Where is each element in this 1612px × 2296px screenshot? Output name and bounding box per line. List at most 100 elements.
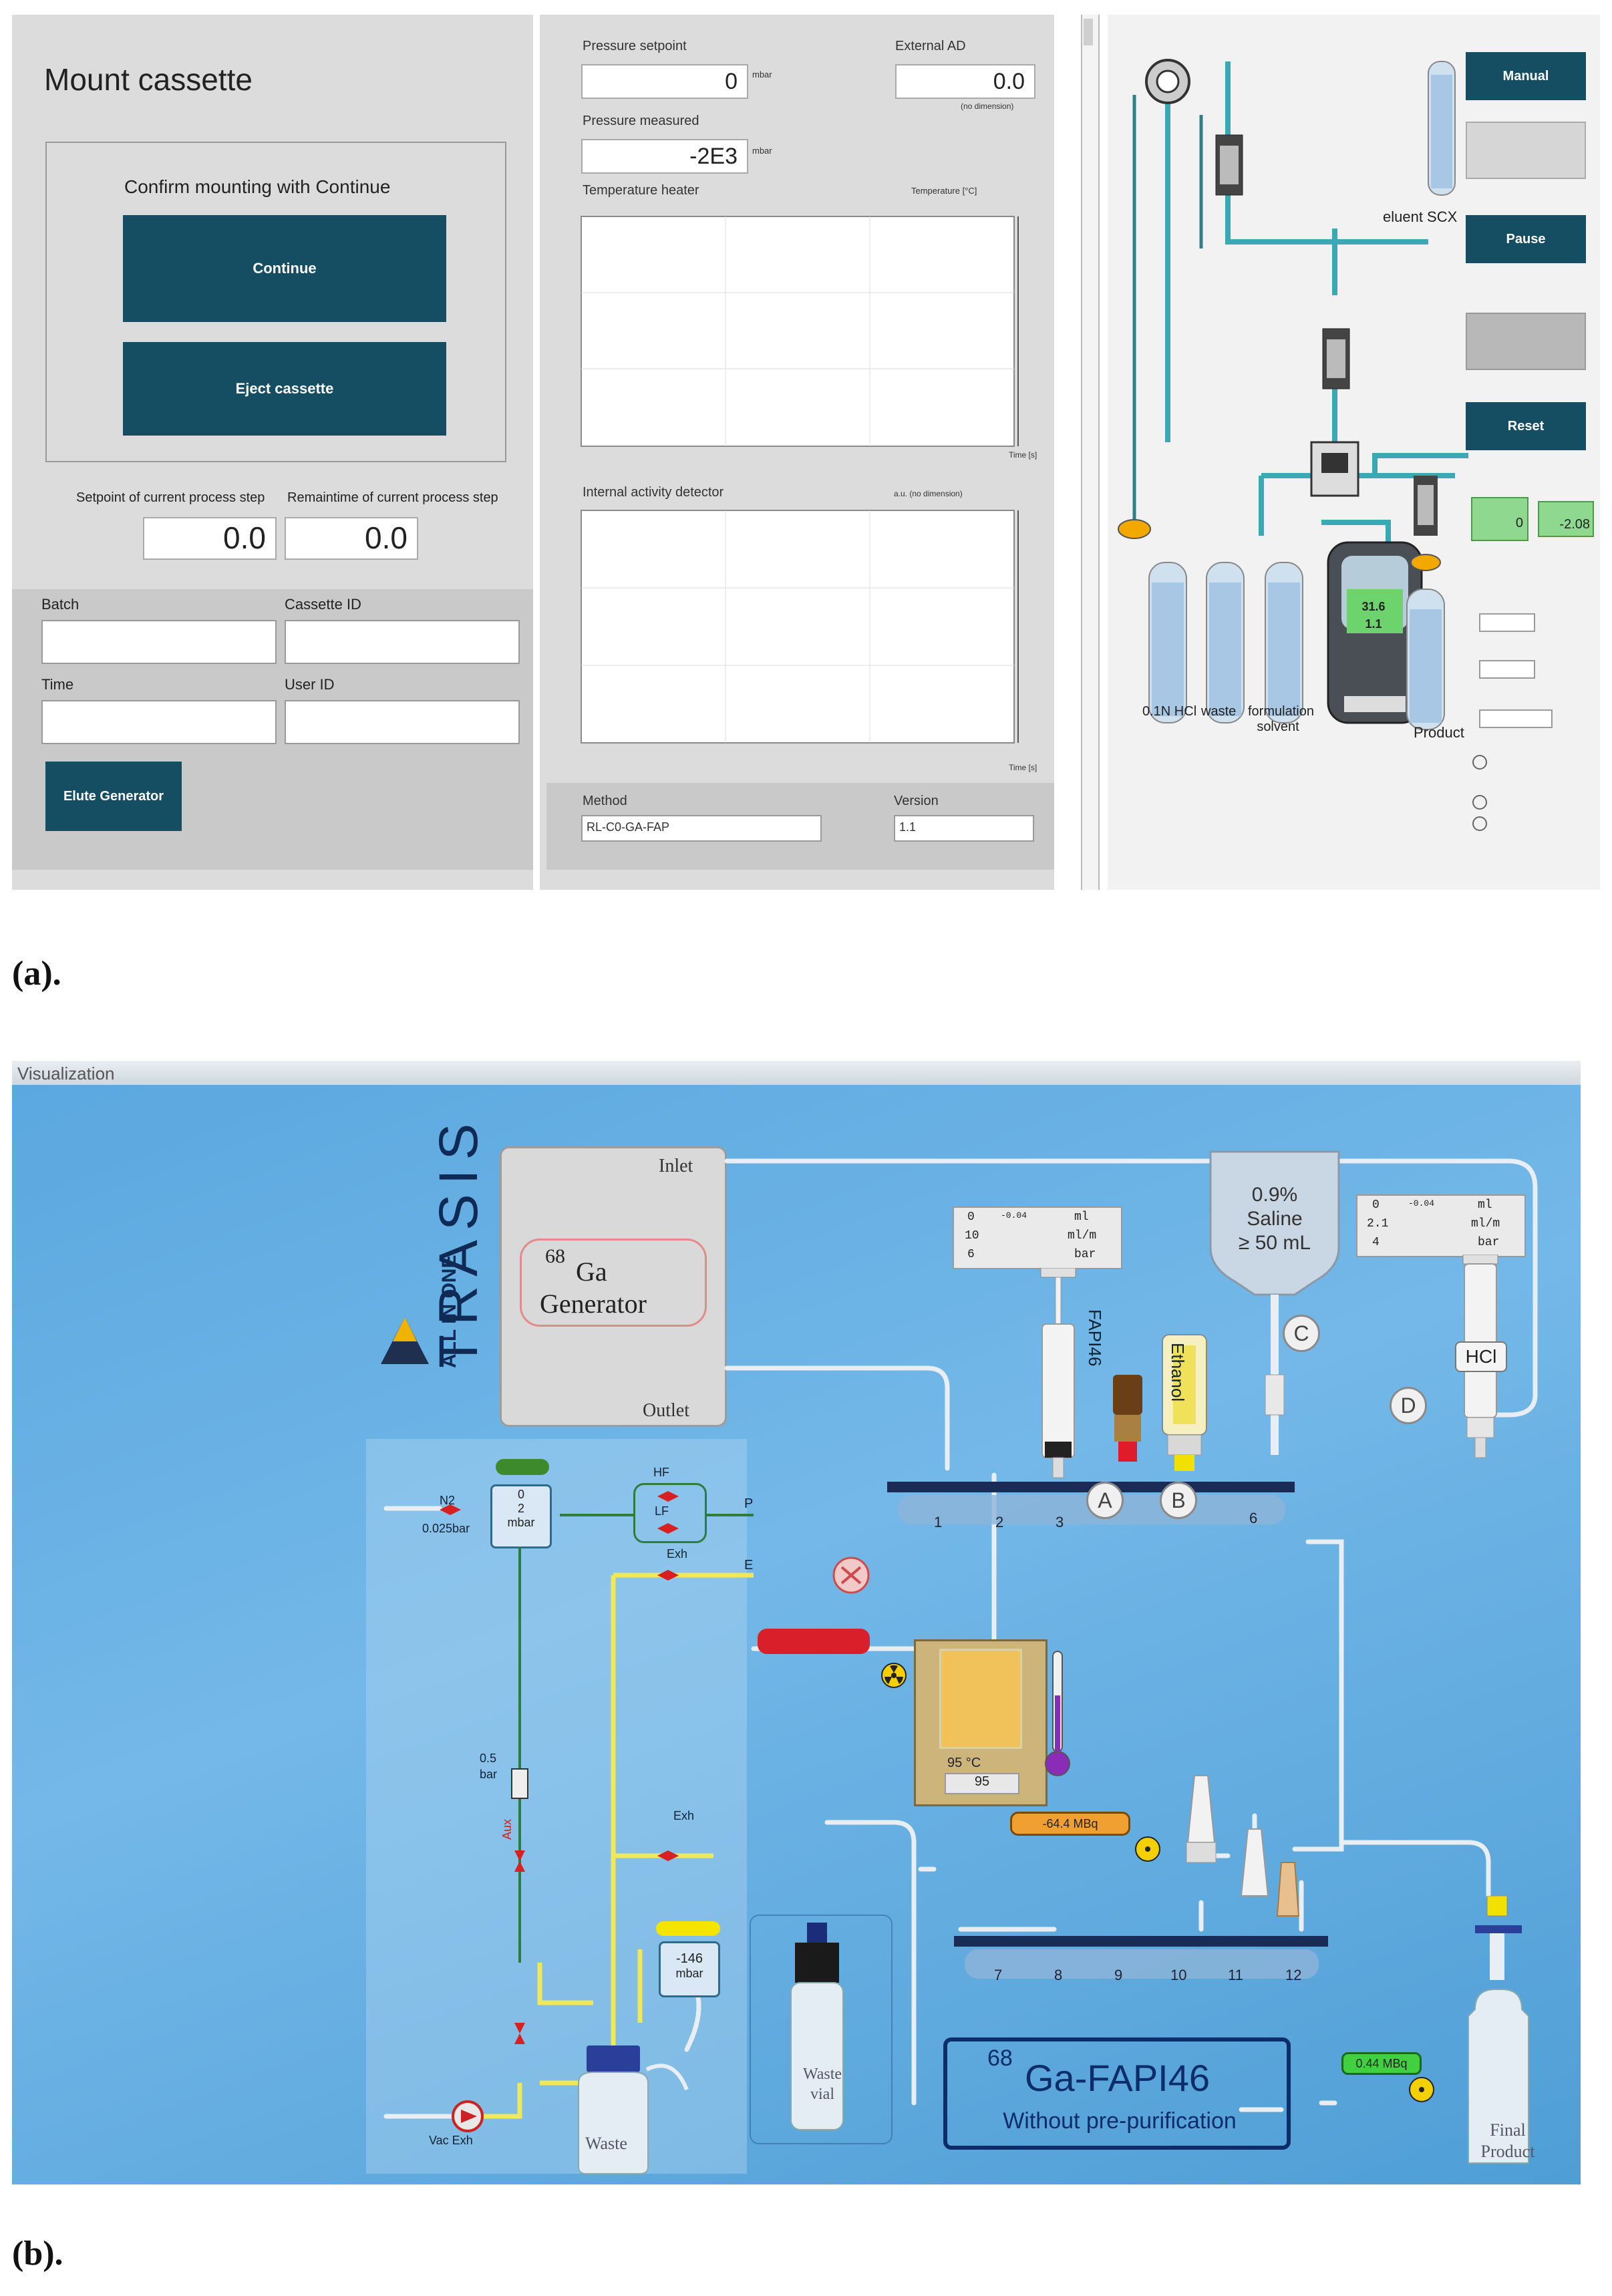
confirm-text: Confirm mounting with Continue xyxy=(124,176,391,197)
formulation-vial-label: formulation solvent xyxy=(1248,704,1314,734)
product-isotope-mass: 68 xyxy=(987,2045,1013,2071)
visualization-title: Visualization xyxy=(17,1063,115,1084)
activity-readout-2: 0.44 MBq xyxy=(1341,2052,1422,2075)
user-id-field[interactable] xyxy=(285,700,520,744)
final-product-vial-icon[interactable] xyxy=(1455,1896,1562,2170)
generator-inlet-label: Inlet xyxy=(659,1156,693,1176)
port-3-label: 3 xyxy=(1056,1514,1064,1530)
time-field[interactable] xyxy=(41,700,277,744)
time-label: Time xyxy=(41,676,74,693)
syringe1-readout: 0 -0.04 ml 10 ml/m 6 bar xyxy=(953,1206,1122,1269)
syringe2-flow-unit: ml/m xyxy=(1471,1217,1500,1231)
caption-b: (b). xyxy=(12,2235,63,2273)
splitter-handle[interactable] xyxy=(1084,19,1093,45)
continue-button[interactable]: Continue xyxy=(123,215,446,322)
syringe2-volume: 0 xyxy=(1372,1198,1380,1212)
product-vial-label: Product xyxy=(1414,724,1464,741)
waste-vial-icon[interactable] xyxy=(787,1923,854,2136)
heater-activity-badge xyxy=(758,1629,870,1654)
pressure-gauge-mid: 2 xyxy=(517,1502,524,1515)
syringe2-icon[interactable] xyxy=(1460,1255,1500,1462)
batch-label: Batch xyxy=(41,596,79,613)
hf-label: HF xyxy=(653,1466,669,1479)
eject-cassette-button[interactable]: Eject cassette xyxy=(123,342,446,436)
saline-bag-icon[interactable] xyxy=(1208,1148,1341,1495)
activity-readout-1: -64.4 MBq xyxy=(1010,1812,1130,1836)
vacuum-indicator xyxy=(656,1921,720,1936)
green-readout-1: 0 xyxy=(1471,497,1528,541)
syringe2-pressure: 4 xyxy=(1372,1236,1380,1249)
pressure-gauge-top: 0 xyxy=(517,1488,524,1501)
pause-button[interactable]: Pause xyxy=(1466,215,1586,263)
caption-a: (a). xyxy=(12,955,61,993)
setpoint-step-label: Setpoint of current process step xyxy=(76,490,265,505)
batch-field[interactable] xyxy=(41,620,277,664)
temperature-heater-label: Temperature heater xyxy=(583,183,699,198)
ga-generator[interactable] xyxy=(500,1146,727,1427)
syringe1-icon[interactable] xyxy=(1038,1268,1078,1488)
syringe2-flow: 2.1 xyxy=(1367,1217,1389,1231)
setpoint-step-value: 0.0 xyxy=(143,517,277,560)
product-name: Ga-FAPI46 xyxy=(1025,2057,1211,2099)
radio-rl-controlled[interactable] xyxy=(1472,755,1487,770)
activity-chart xyxy=(581,510,1019,744)
e-port-label: E xyxy=(744,1558,754,1573)
regulator-icon xyxy=(511,1768,528,1799)
heater-setpoint[interactable]: 95 xyxy=(945,1773,1019,1794)
activity-time-axis-label: Time [s] xyxy=(1009,763,1037,772)
pressure-setpoint-value: 0 xyxy=(581,64,748,99)
reset-button[interactable]: Reset xyxy=(1466,402,1586,450)
sep-pak-cartridges-icon[interactable] xyxy=(1174,1762,1308,1936)
reaction-duration-field[interactable] xyxy=(1479,709,1553,728)
pressure-gauge-unit: mbar xyxy=(507,1516,535,1529)
adr-range-field[interactable] xyxy=(1479,613,1535,632)
pressure-measured-value: -2E3 xyxy=(581,139,748,174)
temp-time-axis-label: Time [s] xyxy=(1009,450,1037,460)
waste-bottle-label: Waste xyxy=(585,2134,627,2153)
reactor-reading-2: 1.1 xyxy=(1365,617,1382,631)
external-ad-value: 0.0 xyxy=(895,64,1035,99)
page-title: Mount cassette xyxy=(44,62,253,97)
radio-labeling[interactable] xyxy=(1472,816,1487,831)
pressure-setpoint-label: Pressure setpoint xyxy=(583,39,687,53)
final-product-label-2: Product xyxy=(1480,2142,1535,2161)
saline-line-2: Saline xyxy=(1247,1208,1303,1230)
method-label: Method xyxy=(583,794,627,808)
manual-button[interactable]: Manual xyxy=(1466,52,1586,100)
exh-label: Exh xyxy=(667,1547,688,1561)
port-12-label: 12 xyxy=(1285,1967,1302,1983)
syringe1-flow: 10 xyxy=(965,1229,979,1243)
panel-b: Visualization TRASIS ALL IN ONE Inlet Ou… xyxy=(12,1061,1581,2184)
pressure-measured-unit: mbar xyxy=(752,146,772,156)
reagent-b-marker: B xyxy=(1160,1482,1197,1519)
remaintime-step-label: Remaintime of current process step xyxy=(287,490,498,505)
elute-generator-button[interactable]: Elute Generator xyxy=(45,762,182,831)
cassette-id-field[interactable] xyxy=(285,620,520,664)
ethanol-bottle-icon[interactable] xyxy=(1154,1328,1215,1475)
thermometer-icon xyxy=(1045,1651,1070,1776)
reaction-temperature-field[interactable] xyxy=(1479,660,1535,679)
trasis-logo: TRASIS ALL IN ONE xyxy=(378,1101,489,1381)
hcl-label: HCl xyxy=(1455,1341,1507,1372)
port-10-label: 10 xyxy=(1170,1967,1187,1983)
product-title-box xyxy=(943,2037,1291,2150)
port-7-label: 7 xyxy=(994,1967,1003,1983)
fapi46-vial-icon[interactable] xyxy=(1108,1375,1148,1468)
vac-exh-label: Vac Exh xyxy=(429,2134,473,2147)
radio-initialization[interactable] xyxy=(1472,795,1487,810)
port-1-label: 1 xyxy=(934,1514,943,1530)
version-label: Version xyxy=(894,794,939,808)
syringe1-volume-unit: ml xyxy=(1074,1210,1089,1224)
reagent-d-marker: D xyxy=(1390,1387,1427,1424)
visualization-header-bar xyxy=(12,1061,1581,1085)
waste-bottle-icon[interactable] xyxy=(573,2043,707,2176)
hf-lf-valve-block[interactable] xyxy=(633,1483,707,1543)
product-subtitle: Without pre-purification xyxy=(1003,2108,1237,2134)
radiation-icon xyxy=(881,1663,907,1688)
method-field[interactable]: RL-C0-GA-FAP xyxy=(581,815,822,842)
syringe2-volume-unit: ml xyxy=(1478,1198,1492,1212)
activity-axis-label: a.u. (no dimension) xyxy=(894,489,963,498)
version-field[interactable]: 1.1 xyxy=(894,815,1034,842)
panel-splitter[interactable] xyxy=(1081,15,1100,890)
p-port-label: P xyxy=(744,1496,754,1511)
